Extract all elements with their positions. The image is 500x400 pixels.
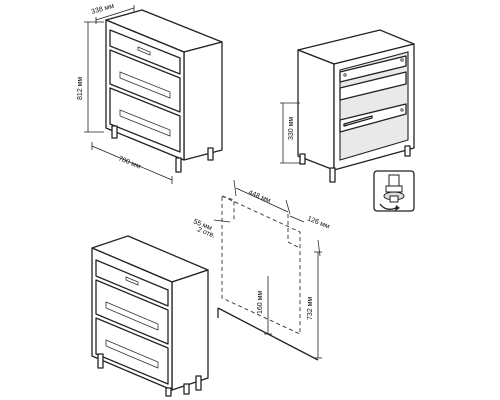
height-label: 812 мм [77,77,84,100]
mount-edge-outline [287,214,301,249]
side-offset-note: 2 отв. [196,226,216,239]
drawer-top [109,29,181,75]
lower-rail [339,103,407,133]
cabinet-side [183,41,223,161]
edge-offset-label: 126 мм [306,215,330,230]
cabinet-back-view [297,29,415,183]
depth-label: 338 мм [91,3,115,16]
wall-mounting-scheme: 448 мм 55 мм 2 отв. 126 мм 160 мм 732 мм [192,179,331,361]
drawer-rear-panel [339,71,407,101]
cabinet-front [105,19,185,161]
mount-height-label: 160 мм [257,291,264,314]
drawer-bottom [109,87,181,153]
mount-spacing-label: 448 мм [247,189,271,204]
leg [183,383,190,395]
leg [404,145,411,157]
leg [165,387,172,397]
drawer-middle [109,49,181,113]
leg [299,153,306,165]
cabinet-back-side [297,49,335,171]
cabinet-back-dimensions: 330 мм [280,102,300,164]
upper-rail [339,55,407,83]
drawer-top [95,259,169,307]
adjustable-foot-icon [373,170,415,212]
leg [195,375,202,391]
cabinet-mounted-view [91,235,209,397]
leg [329,167,336,183]
leg [207,147,214,161]
mount-side-outline [221,195,235,222]
shelf-height-label: 330 мм [288,117,295,140]
cabinet-front-view [105,9,223,173]
drawer-bottom-handle [105,339,159,369]
leg [97,353,104,369]
leg [175,157,182,173]
drawer-top-handle [137,46,151,56]
drawer-bottom-handle [119,109,171,137]
width-label: 700 мм [117,155,141,170]
leg [111,125,118,139]
drawer-middle [95,279,169,345]
drawer-top-handle [125,276,139,286]
rotate-arrow-icon [379,203,400,211]
total-height-label: 732 мм [307,297,314,320]
cabinet-outline [221,195,301,335]
drawer-bottom [95,317,169,385]
drawer-middle-handle [119,71,171,99]
drawer-middle-handle [105,301,159,331]
cabinet-side [171,269,209,391]
